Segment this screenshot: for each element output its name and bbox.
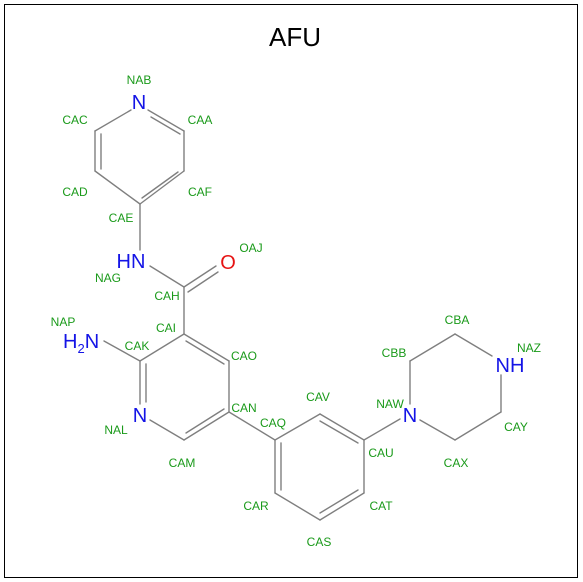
- bond-caf-cae: [139, 170, 185, 205]
- bond-cax-naw: [419, 419, 456, 441]
- atom-symbol-oaj: O: [220, 252, 236, 274]
- bond-cat-cas: [319, 492, 365, 521]
- atom-symbol-nag: HN: [117, 251, 146, 273]
- atom-symbol-nap-n: N: [85, 331, 99, 353]
- bond-can-cam-inner: [185, 408, 225, 434]
- atom-label-oaj: OAJ: [239, 241, 262, 255]
- bond-cah-oaj: [183, 265, 217, 288]
- diagram-title: AFU: [269, 22, 321, 52]
- atom-label-can: CAN: [231, 401, 256, 415]
- bond-cak-nap: [103, 340, 141, 362]
- atom-label-cat: CAT: [369, 499, 393, 513]
- bond-cak-cai: [139, 333, 185, 362]
- atom-label-caq: CAQ: [260, 416, 286, 430]
- atom-label-cam: CAM: [169, 456, 196, 470]
- atom-label-cad: CAD: [62, 185, 88, 199]
- diagram-frame: [4, 4, 578, 578]
- bond-cav-cau: [319, 413, 365, 441]
- bond-can-caq: [228, 411, 276, 441]
- atom-label-caa: CAA: [188, 113, 213, 127]
- atom-label-cba: CBA: [445, 313, 470, 327]
- bond-cat-cas-inner: [319, 489, 359, 514]
- bond-cac-nab: [94, 109, 132, 132]
- atom-label-car: CAR: [243, 499, 269, 513]
- atom-label-caf: CAF: [188, 185, 212, 199]
- atom-label-cac: CAC: [62, 113, 88, 127]
- atom-label-cah: CAH: [154, 289, 179, 303]
- atom-label-cao: CAO: [231, 349, 257, 363]
- bond-cay-cax: [454, 411, 502, 441]
- atom-symbol-naw: N: [403, 405, 417, 427]
- bond-cau-naw: [363, 418, 401, 441]
- atom-symbol-naz: NH: [496, 355, 525, 377]
- atom-labels: NAB CAC CAA CAD CAF CAE NAG OAJ CAH NAP …: [51, 73, 541, 549]
- bond-cae-cad: [94, 170, 141, 205]
- bond-nag-cah: [149, 265, 185, 288]
- bond-nab-caa-inner: [150, 116, 181, 135]
- bond-cam-nal: [149, 419, 185, 441]
- atom-symbol-nab: N: [132, 92, 146, 114]
- atom-label-cav: CAV: [306, 390, 330, 404]
- atom-symbol-nap-sub: 2: [77, 341, 84, 356]
- atom-label-naw: NAW: [376, 397, 404, 411]
- atom-label-nap: NAP: [51, 315, 76, 329]
- bond-cas-car: [274, 492, 321, 521]
- bond-caq-cav: [274, 413, 321, 441]
- atom-label-cak: CAK: [125, 339, 150, 353]
- bond-cai-cao-inner: [185, 340, 225, 365]
- atom-label-naz: NAZ: [517, 341, 541, 355]
- heteroatoms: N HN O H2N N N NH: [63, 92, 524, 427]
- atom-label-nab: NAB: [127, 73, 152, 87]
- bond-nab-caa: [147, 109, 185, 132]
- bond-cai-cao: [183, 333, 230, 362]
- atom-label-nal: NAL: [104, 423, 128, 437]
- atom-symbol-nal: N: [133, 405, 147, 427]
- bond-cah-oaj-double: [187, 271, 219, 293]
- bond-cbb-cba: [409, 333, 456, 362]
- atom-symbol-nap: H2N: [63, 331, 99, 356]
- atom-label-cay: CAY: [504, 420, 528, 434]
- atom-label-cai: CAI: [156, 321, 176, 335]
- bond-cav-cau-inner: [319, 420, 359, 444]
- atom-label-cas: CAS: [307, 535, 332, 549]
- atom-label-cae: CAE: [109, 211, 134, 225]
- atom-label-cax: CAX: [444, 456, 469, 470]
- atom-label-nag: NAG: [95, 271, 121, 285]
- bond-can-cam: [183, 411, 230, 441]
- bonds: [94, 109, 502, 521]
- atom-symbol-nap-h: H: [63, 331, 77, 353]
- atom-label-cbb: CBB: [382, 346, 407, 360]
- atom-label-cau: CAU: [368, 446, 393, 460]
- bond-cba-naz: [454, 333, 493, 357]
- bond-caf-cae-inner: [141, 171, 179, 199]
